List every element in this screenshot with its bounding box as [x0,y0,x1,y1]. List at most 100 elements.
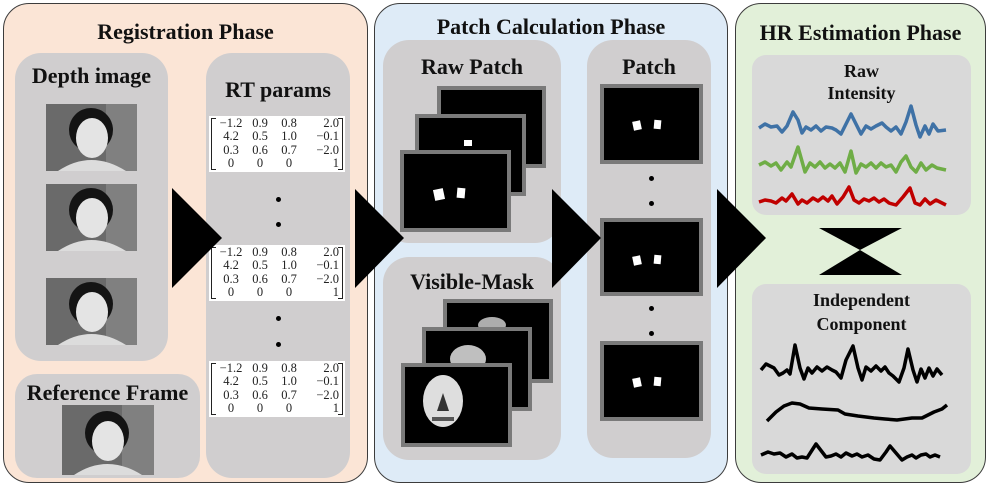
matrix-cell: 0 [285,285,293,300]
matrix-cell: 1.0 [281,258,297,273]
component-1-line [759,343,944,384]
ellipsis-dot [276,316,281,321]
depth-image-2-art [46,184,137,251]
matrix-cell: 0 [227,156,235,171]
signal-blue [758,104,947,139]
matrix-cell: 0.6 [252,387,268,402]
matrix-cell: 0.9 [252,245,268,259]
matrix-cell: 0.8 [281,116,297,130]
matrix-cell: 0.9 [252,361,268,375]
independent-component-title-line2: Component [816,314,907,334]
matrix-cell: 4.2 [223,374,239,389]
reference-frame-title: Reference Frame [26,380,189,405]
matrix-cell: −1.2 [219,245,243,259]
face-mask-art [423,375,463,427]
matrix-cell: 1 [332,285,339,300]
matrix-cell: 4.2 [223,258,239,273]
matrix-cell: 2.0 [323,361,339,375]
matrix-cell: 0.6 [252,271,268,286]
depth-image-title: Depth image [31,63,152,88]
patch-frame-3 [600,341,703,421]
reference-frame-art [62,405,154,475]
matrix-cell: 0.7 [281,387,297,402]
matrix-cell: 0 [256,401,264,416]
hr-estimation-phase-title: HR Estimation Phase [759,20,962,45]
matrix-cell: 0 [256,156,264,171]
arrow-right-icon [355,189,404,288]
matrix-cell: 1.0 [281,129,297,144]
matrix-cell: 0.5 [252,129,268,144]
ellipsis-dot [276,342,281,347]
raw-patch-title: Raw Patch [420,54,524,79]
hourglass-bottom [819,250,902,275]
matrix-cell: 0.5 [252,374,268,389]
matrix-cell: 0 [285,401,293,416]
matrix-cell: 2.0 [323,116,339,130]
matrix-cell: 2.0 [323,245,339,259]
ellipsis-dot [649,201,654,206]
arrow-right-icon [552,189,601,288]
patch-frame-2 [600,218,703,296]
signal-red [758,185,947,207]
rt-matrix-1: −1.2 0.9 0.8 2.0 4.2 0.5 1.0 −0.1 0.3 0.6 0.7 −2.… [209,116,345,172]
registration-phase-title: Registration Phase [97,19,274,44]
matrix-cell: 0.6 [252,142,268,157]
rt-matrix-3: −1.2 0.9 0.8 2.0 4.2 0.5 1.0 −0.1 0.3 0.6 0.7 −2.… [209,361,345,417]
matrix-cell: −0.1 [316,129,339,144]
matrix-cell: 4.2 [223,129,239,144]
matrix-cell: 1.0 [281,374,297,389]
matrix-cell: 0 [285,156,293,171]
depth-image-1 [46,104,137,171]
raw-intensity-title-line2: Intensity [827,83,896,103]
hourglass-top [819,228,902,250]
matrix-cell: 0.3 [223,271,239,286]
depth-image-3 [46,278,137,345]
ellipsis-dot [649,306,654,311]
patch-title: Patch [622,54,676,79]
matrix-cell: 0.8 [281,361,297,375]
independent-component-title-line1: Independent [812,290,911,310]
matrix-cell: −0.1 [316,374,339,389]
matrix-cell: 0.5 [252,258,268,273]
matrix-cell: 0.3 [223,387,239,402]
depth-image-3-art [46,278,137,345]
rt-matrix-2: −1.2 0.9 0.8 2.0 4.2 0.5 1.0 −0.1 0.3 0.6 0.7 −2.… [209,245,345,301]
patch-frame-1 [600,84,703,164]
ellipsis-dot [276,197,281,202]
matrix-cell: −1.2 [219,361,243,375]
arrow-right-icon [717,189,766,288]
matrix-cell: 0.8 [281,245,297,259]
matrix-cell: 1 [332,401,339,416]
depth-image-1-art [46,104,137,171]
visible-mask-frame-1 [401,363,512,447]
matrix-cell: 0 [256,285,264,300]
matrix-cell: 0 [227,401,235,416]
matrix-cell: 0.7 [281,142,297,157]
rt-params-title: RT params [225,77,331,102]
matrix-cell: 0.7 [281,271,297,286]
ellipsis-dot [649,176,654,181]
depth-image-2 [46,184,137,251]
visible-mask-title: Visible-Mask [410,269,534,294]
matrix-cell: −2.0 [316,387,339,402]
arrow-right-icon [172,188,222,288]
matrix-cell: 1 [332,156,339,171]
signal-green [758,145,947,175]
matrix-cell: −2.0 [316,142,339,157]
matrix-cell: −2.0 [316,271,339,286]
matrix-cell: 0 [227,285,235,300]
matrix-cell: −0.1 [316,258,339,273]
reference-frame-image [62,405,154,475]
matrix-cell: 0.9 [252,116,268,130]
raw-patch-frame-1 [400,150,511,232]
matrix-cell: −1.2 [219,116,243,130]
component-3-line [760,442,941,462]
component-2-line [765,401,949,423]
patch-calculation-phase-title: Patch Calculation Phase [436,14,666,39]
raw-intensity-title-line1: Raw [844,61,879,81]
matrix-cell: 0.3 [223,142,239,157]
